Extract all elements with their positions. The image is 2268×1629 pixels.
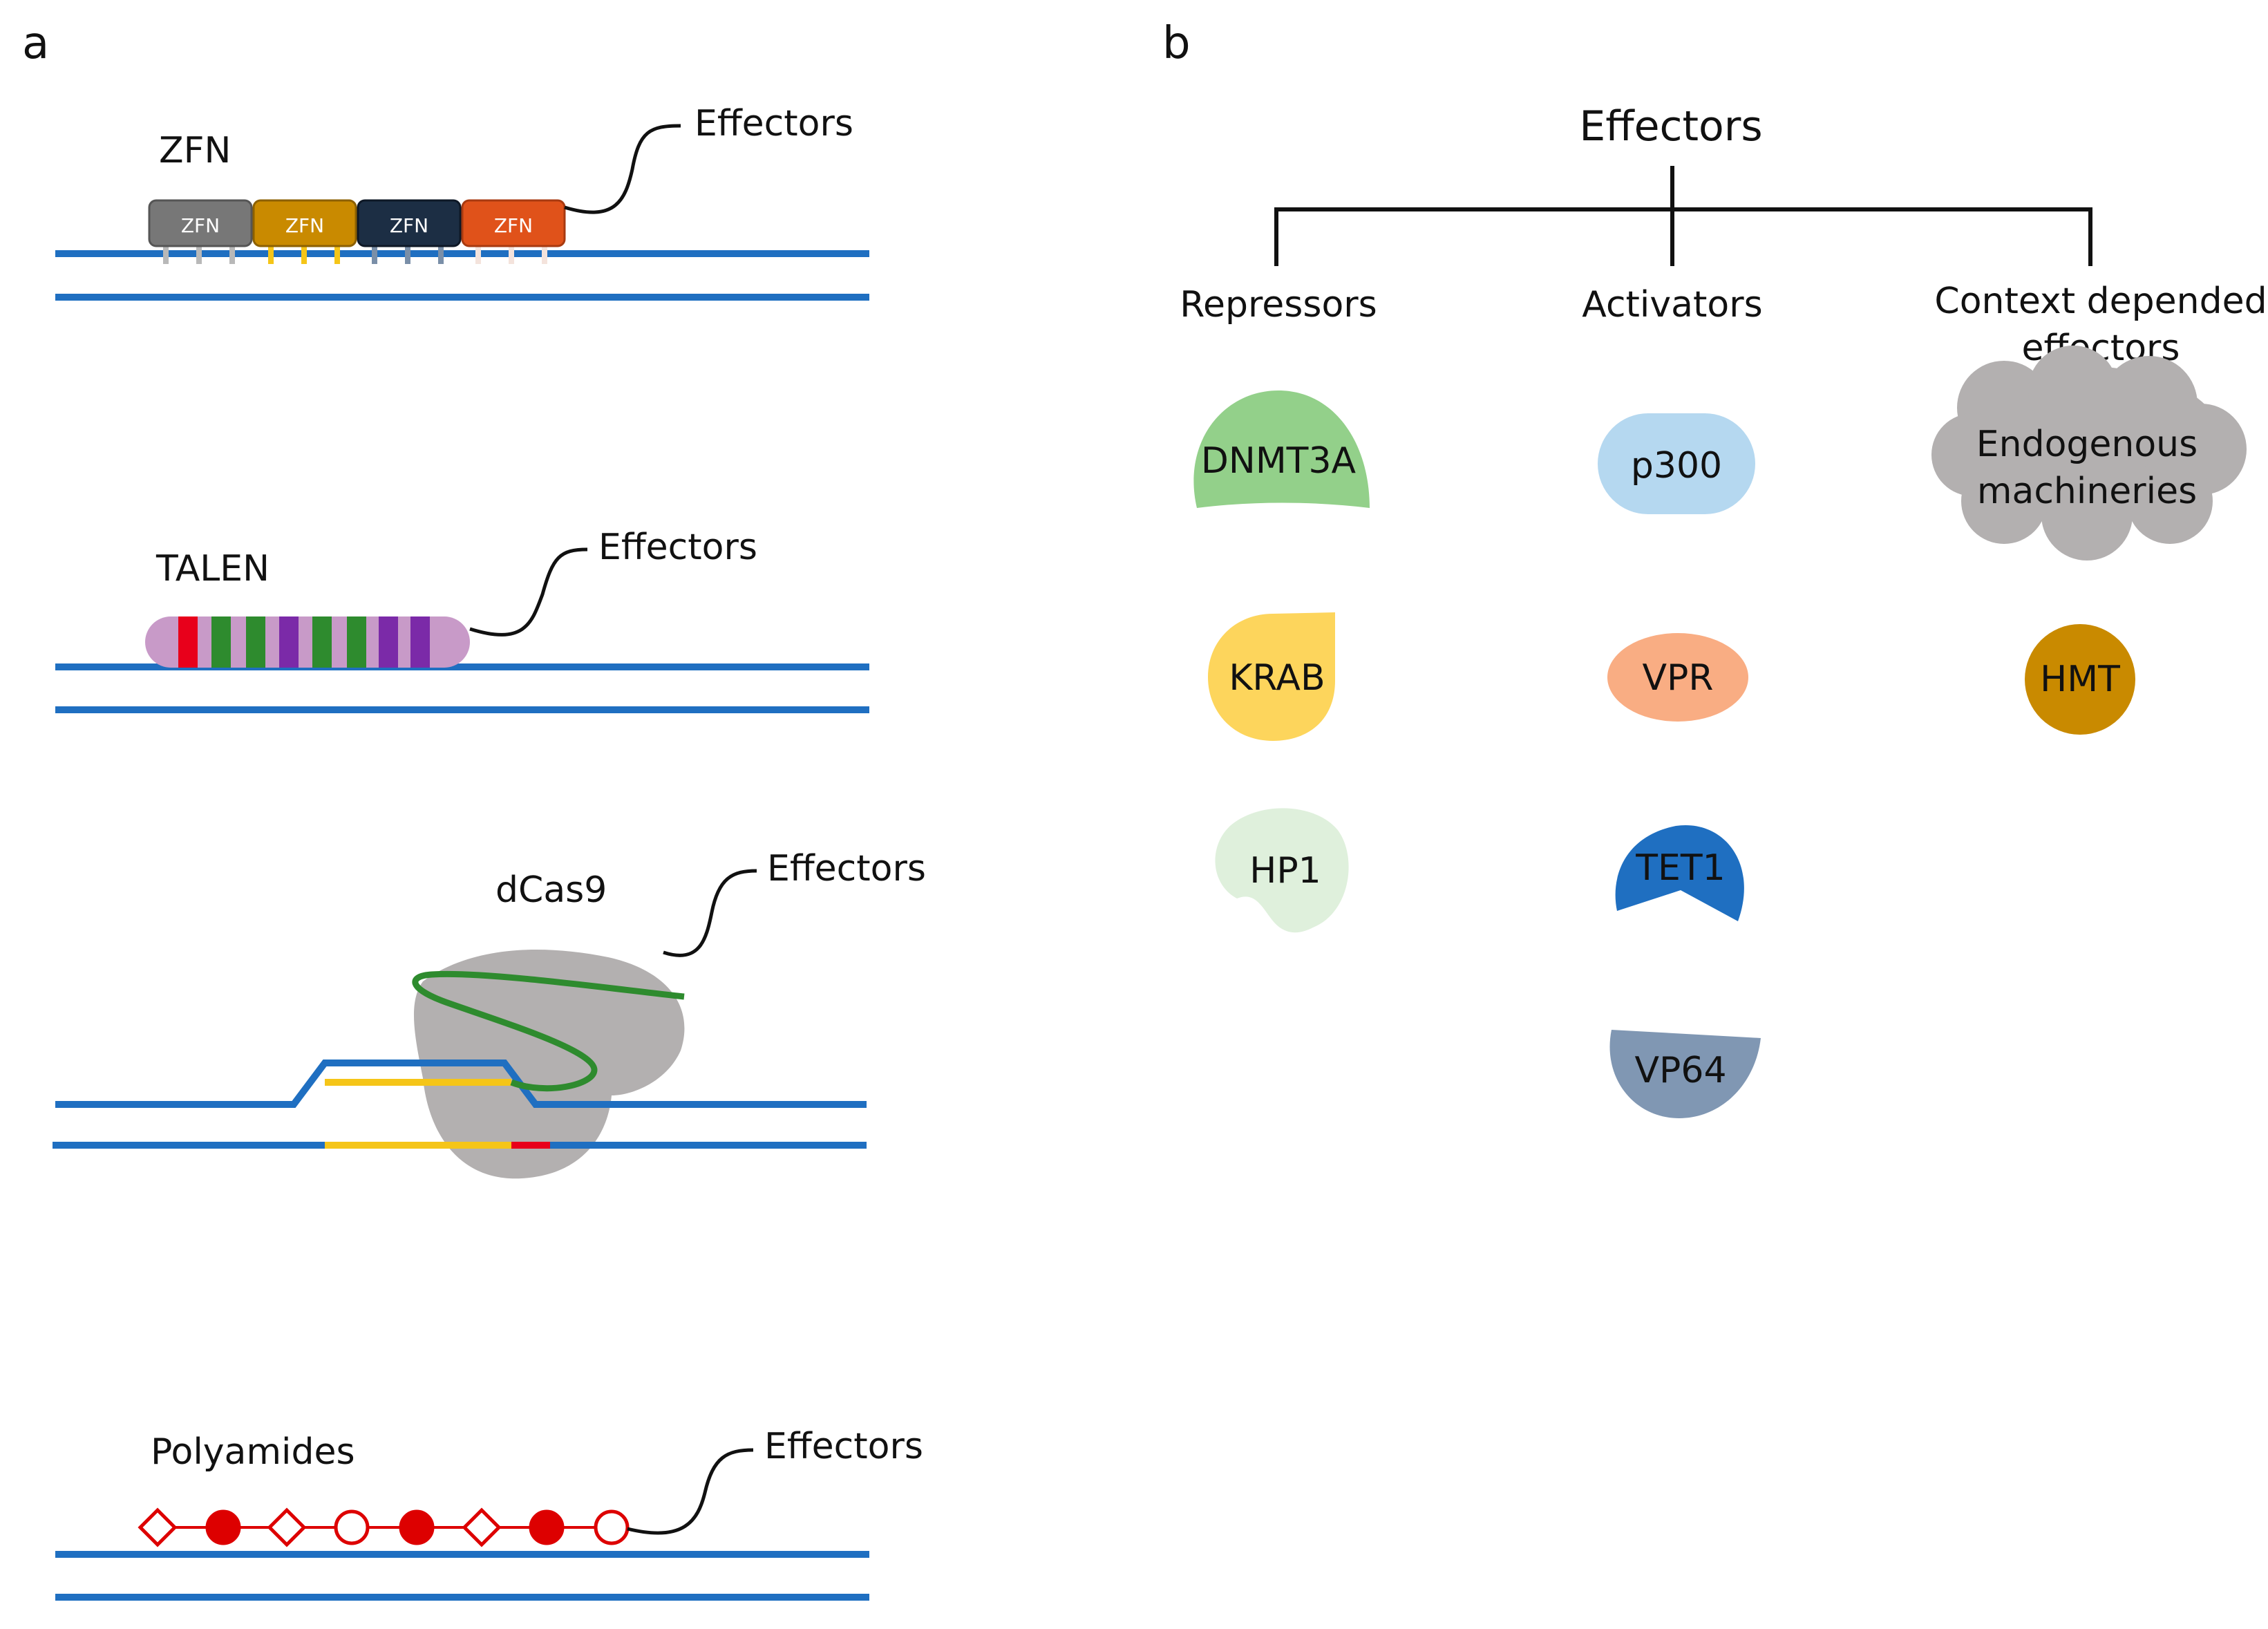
- dcas9-construct: dCas9 Effectors: [53, 848, 926, 1179]
- activator-vp64: VP64: [1609, 1030, 1761, 1118]
- vp64-label: VP64: [1634, 1050, 1726, 1091]
- polyamide-unit-diamond: [138, 1507, 178, 1547]
- talen-title: TALEN: [155, 548, 270, 590]
- dcas9-effector-tether: [663, 869, 757, 957]
- zfn-domain-label: ZFN: [494, 214, 533, 237]
- dcas9-title: dCas9: [495, 869, 607, 911]
- polyamide-unit-filled: [529, 1509, 565, 1545]
- zfn-effectors-label: Effectors: [694, 103, 853, 144]
- dnmt3a-label: DNMT3A: [1201, 440, 1357, 482]
- activator-tet1: TET1: [1615, 825, 1744, 921]
- panel-label-b: b: [1162, 18, 1191, 69]
- activators-label: Activators: [1582, 284, 1762, 326]
- p300-shape: [1598, 413, 1755, 514]
- polyamides-effector-tether: [627, 1448, 754, 1535]
- dcas9-dna-top-strand: [55, 1060, 867, 1108]
- vpr-label: VPR: [1642, 657, 1713, 699]
- zfn-domain-label: ZFN: [285, 214, 324, 237]
- dcas9-effectors-label: Effectors: [767, 848, 926, 889]
- activator-vpr: VPR: [1607, 633, 1748, 722]
- tet1-shape: [1615, 825, 1744, 921]
- polyamide-unit-filled: [399, 1509, 435, 1545]
- p300-label: p300: [1631, 445, 1722, 487]
- effectors-root-label: Effectors: [1579, 102, 1762, 151]
- polyamide-unit-diamond: [267, 1507, 307, 1547]
- context-endogenous-machineries: Endogenous machineries: [1931, 346, 2247, 561]
- krab-shape: [1208, 612, 1335, 741]
- zfn-domain-1: [148, 199, 253, 247]
- tet1-label: TET1: [1635, 847, 1725, 889]
- hmt-label: HMT: [2040, 659, 2120, 700]
- zfn-domain-3: [357, 199, 462, 247]
- zfn-construct: ZFN ZFN ZFN ZFN ZFN Effectors: [55, 103, 869, 301]
- context-hmt: HMT: [2025, 624, 2135, 735]
- dcas9-guide-rna-scaffold: [412, 970, 685, 1092]
- activator-p300: p300: [1598, 413, 1755, 514]
- endogenous-cloud-shape: [1931, 346, 2247, 561]
- repressor-hp1: HP1: [1215, 808, 1349, 933]
- polyamide-units: [138, 1507, 630, 1547]
- polyamide-unit-open: [334, 1509, 370, 1545]
- repressors-label: Repressors: [1180, 284, 1377, 326]
- zfn-domain-label: ZFN: [181, 214, 220, 237]
- polyamide-unit-filled: [205, 1509, 241, 1545]
- endogenous-label-line2: machineries: [1977, 471, 2197, 512]
- hmt-shape: [2025, 624, 2135, 735]
- polyamide-unit-diamond: [462, 1507, 502, 1547]
- endogenous-label-line1: Endogenous: [1976, 424, 2198, 465]
- vp64-shape: [1609, 1030, 1761, 1118]
- polyamide-unit-open: [594, 1509, 630, 1545]
- repressor-dnmt3a: DNMT3A: [1193, 390, 1370, 508]
- hp1-label: HP1: [1249, 850, 1321, 892]
- dcas9-protein: [413, 950, 685, 1179]
- polyamides-effectors-label: Effectors: [764, 1426, 923, 1467]
- panel-label-a: a: [22, 18, 49, 69]
- zfn-effector-tether: [564, 124, 681, 214]
- talen-effectors-label: Effectors: [598, 527, 757, 568]
- hp1-shape: [1215, 808, 1349, 933]
- context-label-line1: Context depended: [1934, 281, 2267, 322]
- talen-effector-tether: [469, 547, 588, 637]
- talen-repeat-stripes: [178, 616, 430, 668]
- repressor-krab: KRAB: [1208, 612, 1335, 741]
- talen-construct: TALEN Effectors: [55, 527, 869, 713]
- zfn-domain-2: [252, 199, 357, 247]
- dnmt3a-shape: [1193, 390, 1370, 508]
- zfn-domain-label: ZFN: [390, 214, 428, 237]
- polyamides-title: Polyamides: [151, 1431, 355, 1473]
- zfn-title: ZFN: [159, 130, 231, 171]
- krab-label: KRAB: [1229, 657, 1325, 699]
- polyamides-construct: Polyamides Effectors: [55, 1426, 923, 1601]
- effector-tree: Effectors Repressors Activators Context …: [1180, 102, 2267, 369]
- vpr-shape: [1607, 633, 1748, 722]
- zfn-domain-4: [461, 199, 566, 247]
